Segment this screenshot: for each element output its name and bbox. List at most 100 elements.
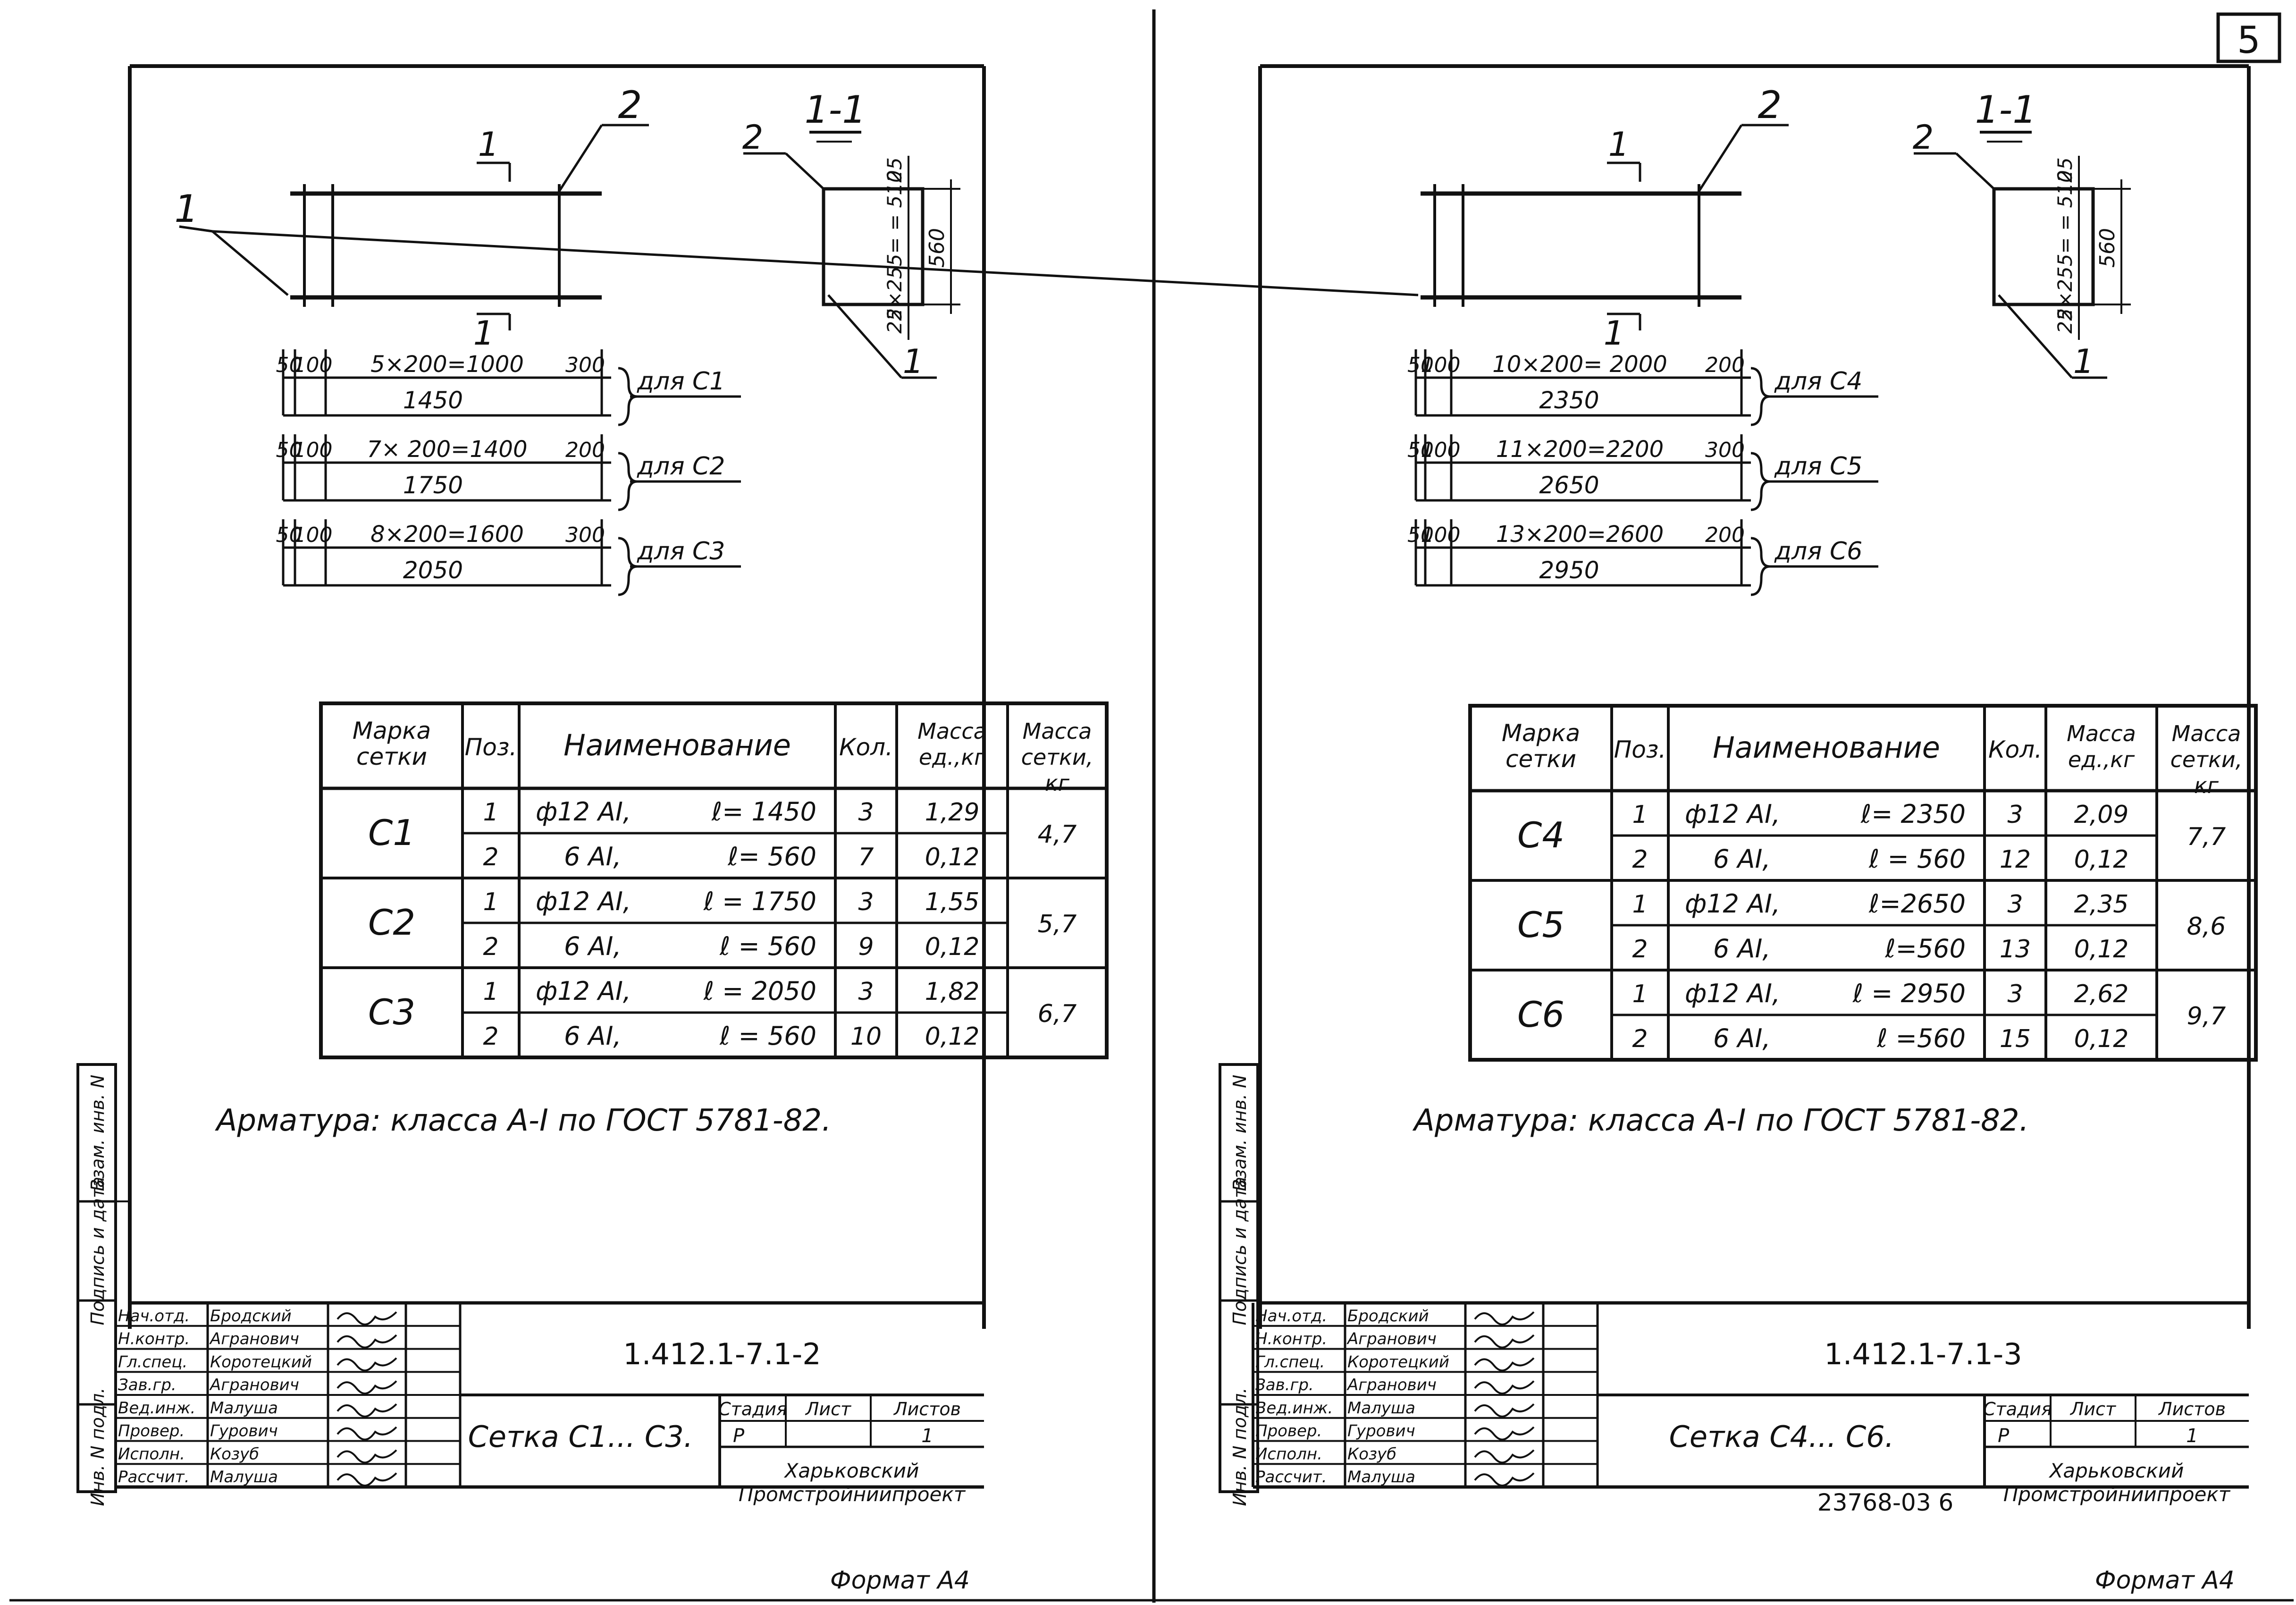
spec-unit-mass: 1,29 — [925, 798, 980, 827]
title-block-name: Агранович — [1346, 1376, 1437, 1394]
title-block-name: Малуша — [210, 1468, 278, 1487]
dim-seg-c: 10×200= 2000 — [1492, 351, 1667, 378]
spec-mass: 4,7 — [1038, 820, 1077, 849]
dim-seg-a: 50 — [1407, 353, 1434, 377]
side-label-replace: Взам. инв. N — [1229, 1075, 1250, 1191]
dim-seg-c: 5×200=1000 — [370, 351, 524, 378]
title-block-title: Сетка С1... С3. — [468, 1419, 693, 1454]
section-dim-middle: 2×255= = 510 — [883, 170, 906, 321]
dim-seg-a: 50 — [276, 353, 303, 377]
section-callout-2: 2 — [1913, 118, 1934, 157]
spec-table-header: Поз. — [1614, 736, 1666, 763]
spec-name: 6 АI, — [1713, 934, 1771, 963]
spec-length: ℓ=2650 — [1868, 889, 1966, 919]
dim-seg-a: 50 — [276, 523, 303, 547]
title-block-signature — [1474, 1334, 1535, 1349]
spec-pos: 2 — [1632, 935, 1648, 963]
spec-name: ф12 АI, — [536, 797, 631, 827]
spec-unit-mass: 1,82 — [925, 978, 980, 1006]
dim-total: 2950 — [1539, 557, 1599, 584]
title-block-name: Коротецкий — [210, 1352, 312, 1371]
section-callout-1: 1 — [903, 342, 924, 381]
spec-name: 6 АI, — [564, 1021, 622, 1051]
leader-1 — [212, 230, 1419, 296]
side-strip — [76, 1063, 117, 1493]
title-block-signature — [336, 1334, 397, 1349]
spec-name: 6 АI, — [1713, 1023, 1771, 1053]
side-label-signature: Подпись и дата — [87, 1177, 108, 1326]
dim-seg-d: 200 — [565, 438, 605, 462]
section-title: 1-1 — [805, 88, 866, 132]
title-block-name: Агранович — [1346, 1330, 1437, 1349]
spec-name: ф12 АI, — [1685, 979, 1780, 1008]
spec-mass: 9,7 — [2187, 1002, 2226, 1031]
spec-length: ℓ=560 — [1884, 934, 1966, 963]
title-block-signature — [336, 1403, 397, 1418]
spec-table-header: Наименование — [1713, 730, 1940, 765]
section-cut-label-top: 1 — [478, 125, 499, 164]
title-block-sheets: 1 — [2186, 1425, 2198, 1447]
spec-table-header: сетки, — [1021, 744, 1093, 770]
title-block-role: Вед.инж. — [1255, 1399, 1333, 1418]
spec-table-header: Масса — [2172, 721, 2241, 746]
spec-unit-mass: 2,62 — [2074, 980, 2129, 1008]
dim-total: 2350 — [1539, 387, 1599, 414]
spec-pos: 2 — [1632, 1025, 1648, 1053]
spec-mass: 5,7 — [1038, 910, 1077, 938]
spec-pos: 2 — [483, 843, 498, 871]
spec-unit-mass: 2,09 — [2074, 801, 2129, 829]
dim-seg-b: 100 — [1421, 353, 1461, 377]
dim-label: для С1 — [637, 367, 725, 396]
title-block-org: Харьковский — [2049, 1459, 2184, 1482]
title-block-stage-header: Стадия — [718, 1399, 787, 1419]
spec-table-header: кг — [2194, 773, 2219, 798]
title-block-org: Промстройниипроект — [2003, 1483, 2231, 1506]
leader-1 — [179, 225, 213, 233]
callout-2: 2 — [1758, 83, 1782, 127]
title-block-stage: Р — [733, 1425, 745, 1447]
spec-pos: 1 — [1632, 890, 1648, 919]
title-block-name: Агранович — [209, 1330, 299, 1349]
dim-seg-a: 50 — [1407, 523, 1434, 547]
dim-seg-a: 50 — [276, 438, 303, 462]
spec-length: ℓ =560 — [1876, 1023, 1966, 1053]
spec-table-header: Марка — [1502, 719, 1580, 747]
title-block-name: Бродский — [210, 1307, 292, 1326]
spec-mass: 6,7 — [1038, 1000, 1077, 1028]
spec-table-header: Поз. — [465, 734, 517, 761]
title-block-role: Н.контр. — [118, 1330, 190, 1349]
spec-pos: 1 — [483, 798, 498, 827]
title-block-role: Нач.отд. — [1255, 1307, 1327, 1326]
section-dim-middle: 2×255= = 510 — [2053, 170, 2077, 321]
spec-name: ф12 АI, — [536, 887, 631, 916]
title-block-role: Гл.спец. — [118, 1352, 187, 1371]
spec-qty: 10 — [850, 1022, 882, 1051]
dim-seg-b: 100 — [293, 353, 333, 377]
section-outline — [1992, 187, 2095, 306]
dim-label: для С5 — [1774, 452, 1862, 481]
title-block-org: Харьковский — [784, 1459, 919, 1482]
title-block-sheets: 1 — [921, 1425, 933, 1447]
sheet-number-box: 5 — [2216, 12, 2281, 63]
title-block-signature — [1474, 1380, 1535, 1394]
spec-length: ℓ = 1750 — [703, 887, 816, 916]
dim-seg-d: 200 — [1705, 523, 1745, 547]
title-block-name: Коротецкий — [1347, 1352, 1449, 1371]
spec-table-header: кг — [1045, 770, 1070, 796]
spec-length: ℓ = 560 — [719, 1021, 816, 1051]
reinforcement-note: Арматура: класса А-I по ГОСТ 5781-82. — [1412, 1103, 2029, 1138]
spec-mark: С2 — [368, 902, 415, 943]
spec-unit-mass: 0,12 — [2074, 845, 2129, 874]
spec-table-header: Масса — [1023, 718, 1092, 744]
dim-total: 1450 — [403, 387, 463, 414]
side-label-replace: Взам. инв. N — [87, 1075, 108, 1191]
dim-label: для С3 — [637, 537, 725, 566]
reinforcement-note: Арматура: класса А-I по ГОСТ 5781-82. — [215, 1103, 832, 1138]
spec-qty: 7 — [858, 843, 874, 871]
title-block-role: Провер. — [1255, 1422, 1322, 1441]
title-block-name: Гурович — [1347, 1422, 1415, 1441]
spec-table-header: Масса — [917, 718, 987, 744]
format-label: Формат А4 — [830, 1566, 970, 1595]
leader-2 — [1698, 124, 1743, 192]
